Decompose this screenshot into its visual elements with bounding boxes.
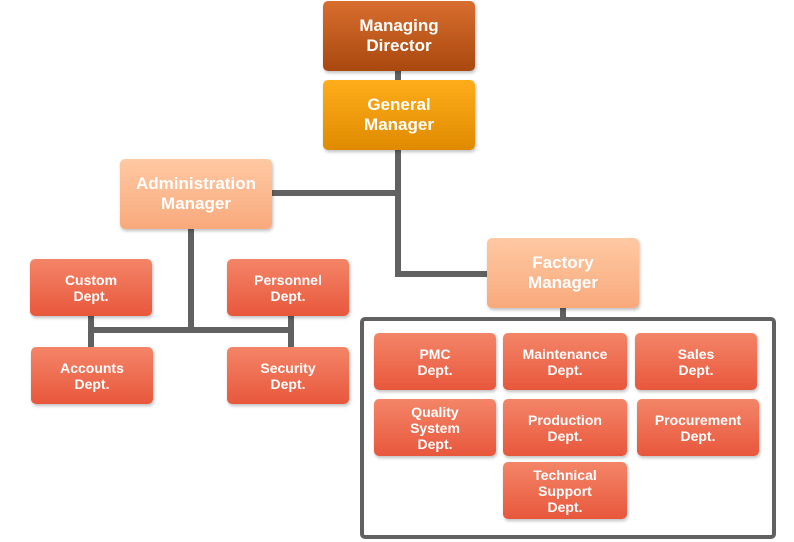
procurement-dept-label: Procurement Dept. <box>654 411 742 444</box>
factory-manager-label: Factory Manager <box>528 253 598 292</box>
managing-director-label: Managing Director <box>359 16 439 55</box>
technical-support-dept-label: Technical Support Dept. <box>533 466 597 515</box>
quality-system-dept-box: Quality System Dept. <box>374 399 496 456</box>
security-dept-box: Security Dept. <box>227 347 349 404</box>
production-dept-box: Production Dept. <box>503 399 627 456</box>
pmc-dept-box: PMC Dept. <box>374 333 496 390</box>
technical-support-dept-box: Technical Support Dept. <box>503 462 627 519</box>
custom-dept-box: Custom Dept. <box>30 259 152 316</box>
general-manager-box: General Manager <box>323 80 475 150</box>
administration-manager-label: Administration Manager <box>136 174 256 213</box>
quality-system-dept-label: Quality System Dept. <box>410 403 460 452</box>
sales-dept-box: Sales Dept. <box>635 333 757 390</box>
maintenance-dept-box: Maintenance Dept. <box>503 333 627 390</box>
accounts-dept-label: Accounts Dept. <box>60 359 124 392</box>
managing-director-box: Managing Director <box>323 1 475 71</box>
maintenance-dept-label: Maintenance Dept. <box>522 345 608 378</box>
general-manager-label: General Manager <box>364 95 434 134</box>
pmc-dept-label: PMC Dept. <box>417 345 453 378</box>
factory-departments-frame <box>360 317 776 539</box>
security-dept-label: Security Dept. <box>260 359 316 392</box>
administration-manager-box: Administration Manager <box>120 159 272 229</box>
procurement-dept-box: Procurement Dept. <box>637 399 759 456</box>
custom-dept-label: Custom Dept. <box>64 271 118 304</box>
personnel-dept-box: Personnel Dept. <box>227 259 349 316</box>
sales-dept-label: Sales Dept. <box>677 345 715 378</box>
factory-manager-box: Factory Manager <box>487 238 639 308</box>
accounts-dept-box: Accounts Dept. <box>31 347 153 404</box>
production-dept-label: Production Dept. <box>528 411 602 444</box>
personnel-dept-label: Personnel Dept. <box>254 271 322 304</box>
